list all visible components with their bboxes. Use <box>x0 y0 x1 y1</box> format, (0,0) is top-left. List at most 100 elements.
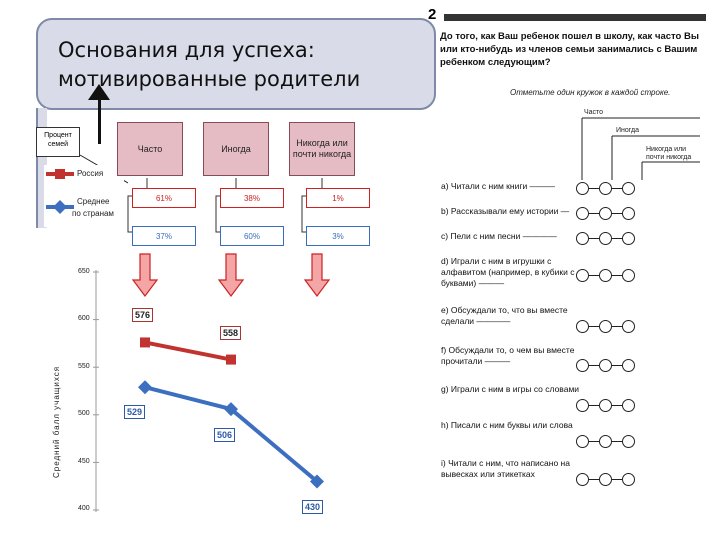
down-arrows <box>131 253 331 297</box>
y-tick-label: 400 <box>78 505 90 512</box>
pct-avg-sometimes: 60% <box>220 226 284 246</box>
y-tick-label: 500 <box>78 410 90 417</box>
answer-circle[interactable] <box>576 207 589 220</box>
answer-circle[interactable] <box>576 435 589 448</box>
answer-circle[interactable] <box>599 182 612 195</box>
answer-circle[interactable] <box>599 269 612 282</box>
callout-line1: Процент <box>44 132 72 139</box>
circle-connector <box>612 441 622 442</box>
answer-circles-row <box>576 269 656 283</box>
answer-circle[interactable] <box>622 182 635 195</box>
answer-circles-row <box>576 359 656 373</box>
data-point-1-0 <box>138 380 152 395</box>
arrow-up-line <box>98 92 101 144</box>
question-item: d) Играли с ним в игрушки с алфавитом (н… <box>441 256 575 288</box>
circle-connector <box>612 326 622 327</box>
answer-circle[interactable] <box>622 399 635 412</box>
question-item: c) Пели с ним песни ———— <box>441 231 557 241</box>
answer-circle[interactable] <box>576 399 589 412</box>
answer-circle[interactable] <box>622 435 635 448</box>
question-header-bar <box>444 14 706 21</box>
answer-circle[interactable] <box>576 232 589 245</box>
circle-connector <box>612 188 622 189</box>
category-sometimes: Иногда <box>203 122 269 176</box>
circle-connector <box>612 479 622 480</box>
circle-connector <box>589 188 599 189</box>
answer-circle[interactable] <box>576 473 589 486</box>
y-tick-label: 550 <box>78 363 90 370</box>
col-often-line <box>581 117 700 180</box>
side-band <box>36 108 47 228</box>
answer-circle[interactable] <box>599 435 612 448</box>
answer-circle[interactable] <box>599 473 612 486</box>
answer-circle[interactable] <box>622 320 635 333</box>
circle-connector <box>589 238 599 239</box>
question-item: g) Играли с ним в игры со словами <box>441 384 580 394</box>
question-number: 2 <box>428 6 437 23</box>
circle-connector <box>589 405 599 406</box>
circle-connector <box>589 365 599 366</box>
circle-connector <box>589 213 599 214</box>
answer-circle[interactable] <box>622 473 635 486</box>
circle-connector <box>612 213 622 214</box>
col-sometimes-line <box>611 135 700 180</box>
answer-circle[interactable] <box>599 399 612 412</box>
col-never-line <box>641 161 700 180</box>
pct-avg-never: 3% <box>306 226 370 246</box>
answer-circle[interactable] <box>576 269 589 282</box>
circle-connector <box>612 365 622 366</box>
answer-circles-row <box>576 473 656 487</box>
data-label-avg-often: 529 <box>124 405 146 419</box>
legend: Россия Среднее по странам <box>44 165 124 227</box>
question-text: До того, как Ваш ребенок пошел в школу, … <box>440 31 699 68</box>
answer-circles-row <box>576 435 656 449</box>
circle-connector <box>612 405 622 406</box>
answer-circles-row <box>576 320 656 334</box>
answer-circle[interactable] <box>599 359 612 372</box>
circle-connector <box>589 441 599 442</box>
question-item: f) Обсуждали то, о чем вы вместе прочита… <box>441 345 575 366</box>
answer-circle[interactable] <box>599 232 612 245</box>
answer-circle[interactable] <box>622 359 635 372</box>
circle-connector <box>612 275 622 276</box>
arrow-up-icon <box>88 84 110 100</box>
data-label-russia-often: 576 <box>132 308 154 322</box>
data-label-avg-never: 430 <box>302 500 324 514</box>
answer-circle[interactable] <box>576 182 589 195</box>
answer-circle[interactable] <box>599 320 612 333</box>
data-point-1-2 <box>310 474 324 489</box>
series-line-0 <box>144 340 232 362</box>
col-sometimes-label: Иногда <box>616 127 640 134</box>
pct-russia-sometimes: 38% <box>220 188 284 208</box>
answer-circles-row <box>576 399 656 413</box>
category-never: Никогда или почти никогда <box>289 122 355 176</box>
answer-circle[interactable] <box>622 269 635 282</box>
answer-circle[interactable] <box>622 207 635 220</box>
chart-marks <box>93 271 324 511</box>
question-instruction: Отметьте один кружок в каждой строке. <box>510 88 671 97</box>
pct-avg-often: 37% <box>132 226 196 246</box>
legend-russia-label: Россия <box>77 169 104 178</box>
answer-circle[interactable] <box>576 359 589 372</box>
category-often: Часто <box>117 122 183 176</box>
circle-connector <box>589 479 599 480</box>
answer-circle[interactable] <box>576 320 589 333</box>
answer-circle[interactable] <box>599 207 612 220</box>
question-item: b) Рассказывали ему истории — <box>441 206 570 216</box>
answer-circles-row <box>576 232 656 246</box>
pct-russia-never: 1% <box>306 188 370 208</box>
callout-line2: семей <box>47 141 68 148</box>
y-tick-label: 450 <box>78 458 90 465</box>
question-item: e) Обсуждали то, что вы вместе сделали —… <box>441 305 568 326</box>
data-point-0-1 <box>226 354 236 365</box>
legend-swatches <box>46 169 74 214</box>
data-label-avg-sometimes: 506 <box>214 428 236 442</box>
answer-circle[interactable] <box>622 232 635 245</box>
y-tick-label: 600 <box>78 315 90 322</box>
down-arrow-icon-3 <box>303 253 331 297</box>
legend-russia-marker <box>55 169 65 179</box>
down-arrow-icon-1 <box>131 253 159 297</box>
legend-avg-label2: по странам <box>72 209 114 218</box>
question-item: h) Писали с ним буквы или слова <box>441 420 573 430</box>
